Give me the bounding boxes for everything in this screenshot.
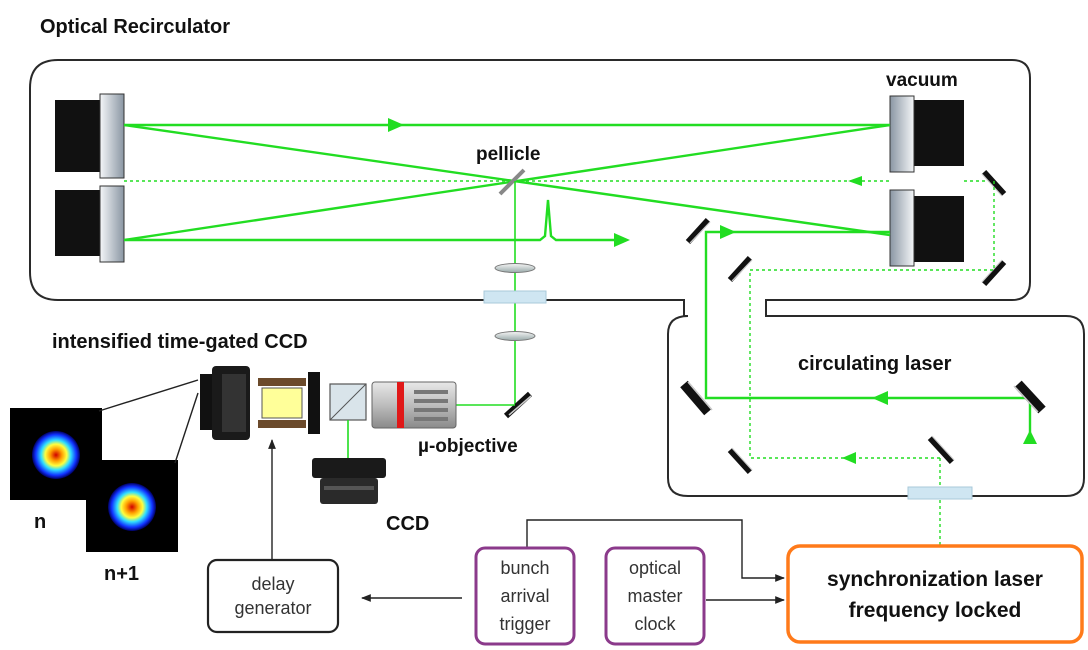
lens-lower [494, 331, 536, 341]
right-mirror-top [889, 95, 964, 173]
circ-mirror-left [680, 380, 713, 416]
frame-n-label: n [34, 511, 46, 533]
steer-mirror-f-face [931, 435, 955, 461]
microscope-objective [371, 381, 457, 429]
steer-mirror-d-face [981, 259, 1003, 283]
steer-mirror-e [727, 447, 753, 475]
beam-spot-n1 [108, 483, 156, 531]
beam-cross-1 [123, 123, 891, 237]
recirculator-enclosure [29, 59, 1085, 497]
delay-generator-box [206, 558, 340, 634]
sync-arrow [842, 452, 856, 464]
sync-laser-line-2: frequency locked [849, 599, 1022, 622]
sync-laser-line-1: synchronization laser [827, 568, 1043, 591]
ccd-section-title: intensified time-gated CCD [52, 331, 308, 353]
left-mirror-top [55, 93, 125, 179]
steer-mirror-c-face [981, 173, 1003, 197]
steer-mirror-f [927, 435, 955, 465]
steer-mirror-a [685, 217, 711, 245]
sync-laser-box [786, 544, 1084, 644]
objective-mirror [503, 391, 533, 419]
trigger-line-2: arrival [500, 586, 549, 606]
frame-n1-label: n+1 [104, 563, 139, 585]
objective-label: µ-objective [418, 436, 518, 457]
clock-line-2: master [627, 586, 682, 606]
left-mirror-bottom [55, 185, 125, 263]
trigger-to-sync-wire [526, 519, 785, 582]
steer-mirror-a-face [689, 221, 711, 244]
objective-mirror-face [508, 395, 532, 416]
delay-generator-line-2: generator [234, 598, 311, 618]
clock-line-3: clock [634, 614, 676, 634]
lens-upper [494, 263, 536, 273]
trigger-line-3: trigger [499, 614, 550, 634]
laser-window [907, 486, 973, 500]
delay-generator-line-1: delay [251, 574, 294, 594]
ccd-camera [312, 458, 386, 504]
pellicle-label: pellicle [476, 144, 540, 165]
vacuum-label: vacuum [886, 70, 958, 91]
beam-bottom [124, 199, 615, 242]
steer-mirror-e-face [731, 447, 753, 471]
bunch-arrival-trigger-box [474, 546, 576, 646]
optical-master-clock-box [604, 546, 706, 646]
vacuum-window [483, 290, 547, 304]
beam-top-arrow [388, 118, 404, 132]
intensified-ccd-camera [200, 366, 320, 440]
steer-mirror-b-face [731, 259, 753, 282]
ccd-label: CCD [386, 513, 429, 535]
beam-spot-n [32, 431, 80, 479]
circulating-beam [704, 230, 1030, 400]
steer-mirror-b [727, 255, 753, 283]
beam-dashed-arrow [848, 176, 862, 186]
zoom-line-1 [98, 379, 199, 412]
clock-line-1: optical [629, 558, 681, 578]
diagram-title: Optical Recirculator [40, 16, 230, 38]
circ-arrow-up [1023, 430, 1037, 444]
sync-beam-dashed [749, 181, 995, 459]
circ-mirror-right [1013, 380, 1046, 414]
circulating-laser-label: circulating laser [798, 353, 952, 375]
steer-mirror-d [981, 259, 1007, 287]
circ-arrow-1 [872, 391, 888, 405]
beam-cross-2 [123, 123, 891, 242]
zoom-line-2 [174, 392, 199, 464]
pellicle [498, 168, 526, 196]
trigger-line-1: bunch [500, 558, 549, 578]
circ-arrow-2 [720, 225, 736, 239]
right-mirror-bottom [889, 189, 964, 267]
beam-splitter [329, 383, 367, 421]
beam-bottom-arrow [614, 233, 630, 247]
